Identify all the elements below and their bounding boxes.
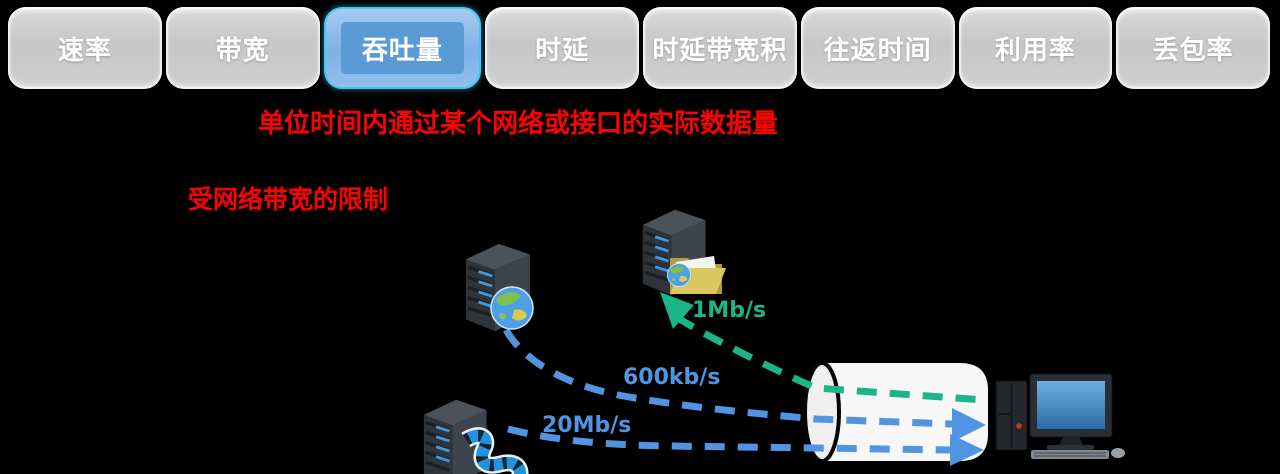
tab-throughput-inner: 吞吐量 <box>340 22 465 74</box>
file-flow-label: 1Mb/s <box>692 298 766 323</box>
throughput-definition-note: 单位时间内通过某个网络或接口的实际数据量 <box>258 109 779 139</box>
tab-utilization-label: 利用率 <box>994 35 1076 66</box>
monitor-screen <box>1037 381 1105 429</box>
web-flow-label: 600kb/s <box>623 365 720 390</box>
keyboard-icon <box>1031 450 1109 459</box>
tab-delay[interactable]: 时延 <box>485 7 639 89</box>
tab-utilization[interactable]: 利用率 <box>958 7 1113 89</box>
tab-throughput-label: 吞吐量 <box>361 35 443 66</box>
tab-packet-loss-rate[interactable]: 丢包率 <box>1116 7 1270 89</box>
file-flow-dashed-line <box>660 292 985 404</box>
file-flow-arrowhead <box>660 292 694 329</box>
tab-rate-label: 速率 <box>57 35 112 66</box>
bandwidth-limit-note: 受网络带宽的限制 <box>188 185 389 214</box>
web-flow-arrowhead <box>952 408 986 442</box>
tab-bandwidth[interactable]: 带宽 <box>165 7 320 89</box>
tab-bandwidth-inner: 带宽 <box>166 7 320 89</box>
tab-throughput[interactable]: 吞吐量 <box>323 7 482 89</box>
tab-rate[interactable]: 速率 <box>8 7 162 89</box>
video-flow-arrowhead <box>950 434 984 466</box>
metric-tabbar: 速率 带宽 吞吐量 时延 时延带宽积 往返时间 利用率 丢包率 <box>8 7 1270 89</box>
tab-bandwidth-delay-product-inner: 时延带宽积 <box>643 7 797 89</box>
tab-delay-label: 时延 <box>535 35 590 66</box>
globe-icon <box>490 286 534 330</box>
video-server-icon <box>422 398 520 474</box>
power-led <box>1016 423 1022 429</box>
tab-bandwidth-label: 带宽 <box>215 35 270 66</box>
web-flow-dashed-line <box>502 328 986 442</box>
tab-rate-inner: 速率 <box>8 7 162 89</box>
tab-packet-loss-rate-label: 丢包率 <box>1152 35 1234 66</box>
video-flow-label: 20Mb/s <box>542 413 631 438</box>
tab-packet-loss-rate-inner: 丢包率 <box>1116 7 1270 89</box>
tab-round-trip-time-inner: 往返时间 <box>801 7 955 89</box>
web-server-icon <box>464 242 534 333</box>
mouse-icon <box>1111 448 1125 458</box>
video-flow-dashed-line <box>507 425 984 466</box>
tab-round-trip-time[interactable]: 往返时间 <box>800 7 955 89</box>
file-server-icon <box>641 208 726 297</box>
tab-bandwidth-delay-product[interactable]: 时延带宽积 <box>643 7 797 89</box>
tab-bandwidth-delay-product-label: 时延带宽积 <box>652 35 788 66</box>
tab-utilization-inner: 利用率 <box>959 7 1113 89</box>
desktop-computer-icon <box>995 373 1125 459</box>
tab-delay-inner: 时延 <box>485 7 639 89</box>
tab-round-trip-time-label: 往返时间 <box>823 35 932 66</box>
globe-icon-small <box>667 263 691 287</box>
